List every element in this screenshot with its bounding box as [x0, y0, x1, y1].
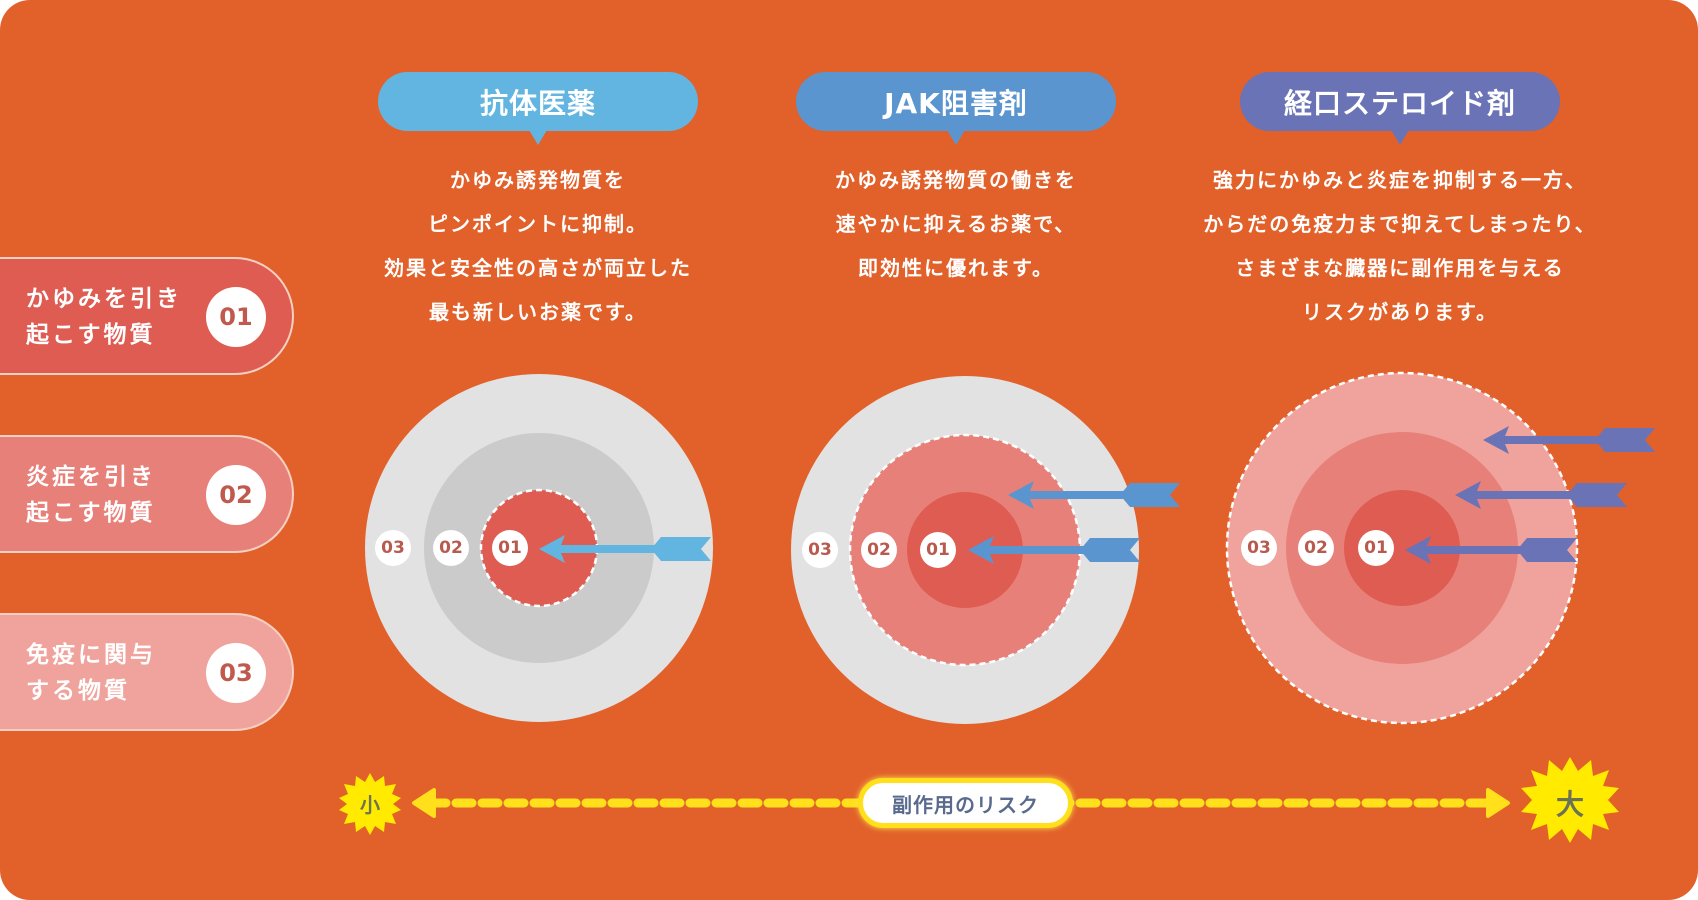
ring-label-01: 01 [926, 540, 950, 560]
drug-title-jak: JAK阻害剤 [796, 72, 1116, 145]
legend-number-badge: 02 [206, 465, 266, 525]
drug-description-antibody: かゆみ誘発物質を ピンポイントに抑制。 効果と安全性の高さが両立した 最も新しい… [384, 168, 692, 324]
ring-label-03: 03 [381, 538, 405, 558]
drug-title-steroid: 経口ステロイド剤 [1240, 72, 1560, 145]
drug-description-jak: かゆみ誘発物質の働きを 速やかに抑えるお薬で、 即効性に優れます。 [835, 168, 1077, 280]
risk-high-label: 大 [1555, 788, 1584, 821]
ring-label-01: 01 [1364, 538, 1388, 558]
starburst-high-icon [1521, 757, 1619, 843]
starburst-low-icon [339, 773, 401, 835]
legend-label: 免疫に関与 する物質 [26, 642, 156, 704]
legend-number-badge: 01 [206, 287, 266, 347]
ring-label-02: 02 [1304, 538, 1328, 558]
ring-label-02: 02 [867, 540, 891, 560]
target-steroid [1225, 371, 1655, 725]
ring-label-02: 02 [439, 538, 463, 558]
ring-label-03: 03 [1247, 538, 1271, 558]
legend-label: 炎症を引き 起こす物質 [26, 464, 156, 526]
risk-scale-label: 副作用のリスク [858, 778, 1073, 828]
legend-item-01: かゆみを引き 起こす物質 01 [0, 257, 294, 375]
legend-item-02: 炎症を引き 起こす物質 02 [0, 435, 294, 553]
legend-number-badge: 03 [206, 643, 266, 703]
legend-label: かゆみを引き 起こす物質 [26, 286, 182, 348]
drug-title-antibody: 抗体医薬 [378, 72, 698, 145]
ring-label-01: 01 [498, 538, 522, 558]
target-antibody [365, 374, 713, 722]
target-jak [791, 376, 1180, 724]
drug-description-steroid: 強力にかゆみと炎症を抑制する一方、 からだの免疫力まで抑えてしまったり、 さまざ… [1203, 168, 1597, 324]
legend-item-03: 免疫に関与 する物質 03 [0, 613, 294, 731]
ring-label-03: 03 [808, 540, 832, 560]
risk-low-label: 小 [360, 792, 380, 817]
